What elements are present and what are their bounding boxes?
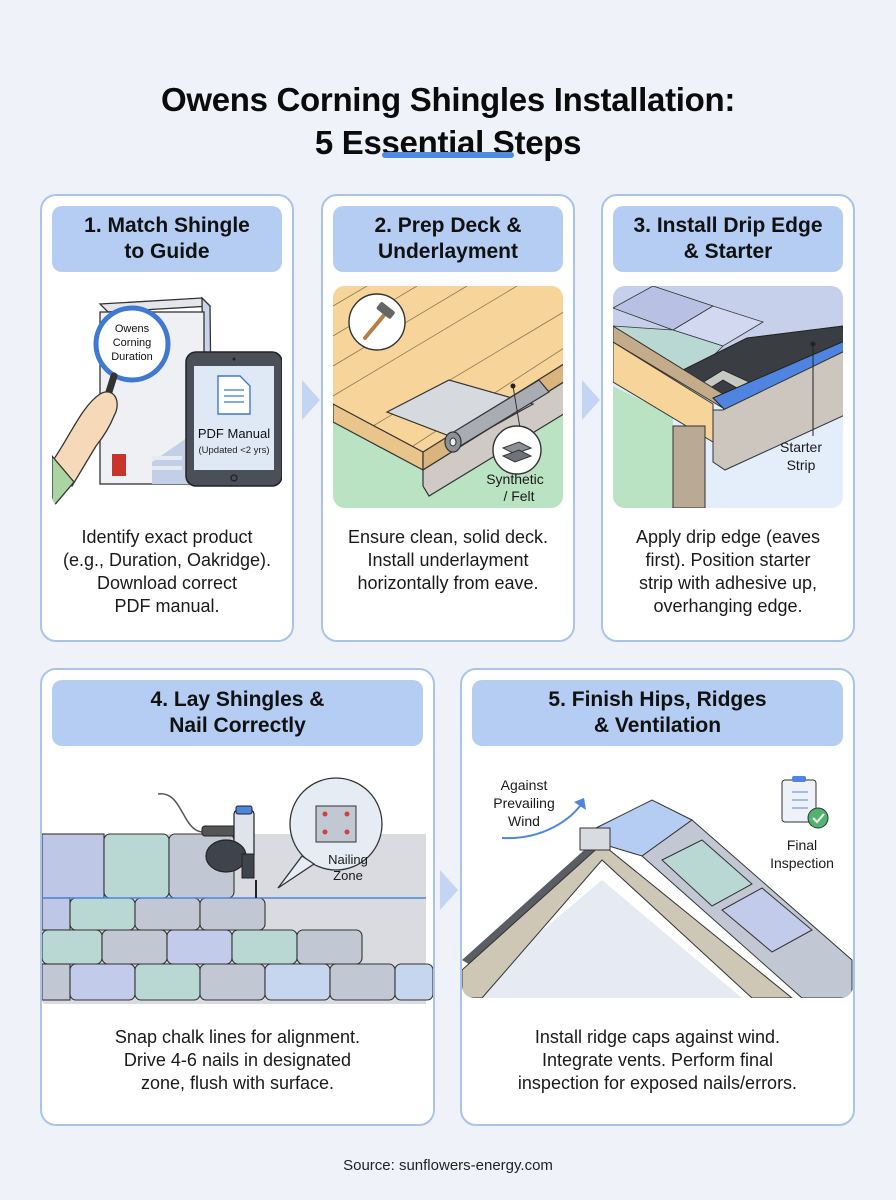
step-card-2: 2. Prep Deck & Underlayment Sy <box>321 194 575 642</box>
flow-arrow-1-to-2 <box>302 380 320 420</box>
step-1-description: Identify exact product (e.g., Duration, … <box>62 527 272 616</box>
step-card-1: 1. Match Shingle to Guide Owens Corning … <box>40 194 294 642</box>
step-4-description: Snap chalk lines for alignment. Drive 4-… <box>114 1027 361 1093</box>
step-1-title: 1. Match Shingle to Guide <box>84 214 250 263</box>
roof-eave-drip-edge-icon: Starter Strip <box>613 286 843 508</box>
step-5-title: 5. Finish Hips, Ridges & Ventilation <box>548 688 767 737</box>
step-2-description: Ensure clean, solid deck. Install underl… <box>347 527 549 593</box>
nail-gun-over-shingle-rows-icon: Nailing Zone <box>42 760 433 1010</box>
magnifier-over-shingle-box-and-tablet-icon: Owens Corning Duration PDF Manual (Updat… <box>52 286 282 508</box>
svg-text:Corning: Corning <box>113 337 152 349</box>
roof-ridge-cap-with-vent-icon: Against Prevailing Wind Final Inspection <box>462 760 853 998</box>
svg-text:Final: Final <box>787 837 817 853</box>
step-4-title: 4. Lay Shingles & Nail Correctly <box>150 688 325 737</box>
svg-text:Strip: Strip <box>787 457 816 473</box>
svg-text:Wind: Wind <box>508 813 540 829</box>
step-card-4: 4. Lay Shingles & Nail Correctly <box>40 668 435 1126</box>
step-3-description: Apply drip edge (eaves first). Position … <box>635 527 821 616</box>
step-4-header: 4. Lay Shingles & Nail Correctly <box>52 680 423 746</box>
svg-text:Starter: Starter <box>780 439 822 455</box>
step-card-3: 3. Install Drip Edge & Starter Starter S… <box>601 194 855 642</box>
step-2-title: 2. Prep Deck & Underlayment <box>374 214 522 263</box>
step-card-5: 5. Finish Hips, Ridges & Ventilation Aga… <box>460 668 855 1126</box>
step-3-title: 3. Install Drip Edge & Starter <box>633 214 823 263</box>
svg-text:/ Felt: / Felt <box>503 488 534 504</box>
svg-text:Zone: Zone <box>333 868 363 883</box>
svg-text:Owens: Owens <box>115 323 150 335</box>
svg-text:Prevailing: Prevailing <box>493 795 554 811</box>
step-5-description: Install ridge caps against wind. Integra… <box>517 1027 798 1093</box>
step-1-header: 1. Match Shingle to Guide <box>52 206 282 272</box>
flow-arrow-4-to-5 <box>440 870 458 910</box>
title-underline <box>382 152 514 158</box>
roof-deck-with-underlayment-roll-icon: Synthetic / Felt <box>333 286 563 508</box>
title-line-1: Owens Corning Shingles Installation: <box>160 81 736 118</box>
svg-text:Against: Against <box>501 777 548 793</box>
step-2-header: 2. Prep Deck & Underlayment <box>333 206 563 272</box>
svg-text:(Updated <2 yrs): (Updated <2 yrs) <box>198 445 269 456</box>
svg-text:Duration: Duration <box>111 351 153 363</box>
source-credit: Source: sunflowers-energy.com <box>343 1157 553 1174</box>
page-title: Owens Corning Shingles Installation: 5 E… <box>0 78 896 164</box>
svg-text:Synthetic: Synthetic <box>486 471 544 487</box>
step-5-header: 5. Finish Hips, Ridges & Ventilation <box>472 680 843 746</box>
svg-text:Nailing: Nailing <box>328 852 368 867</box>
flow-arrow-2-to-3 <box>582 380 600 420</box>
step-3-header: 3. Install Drip Edge & Starter <box>613 206 843 272</box>
svg-text:PDF Manual: PDF Manual <box>198 426 270 441</box>
svg-text:Inspection: Inspection <box>770 855 834 871</box>
